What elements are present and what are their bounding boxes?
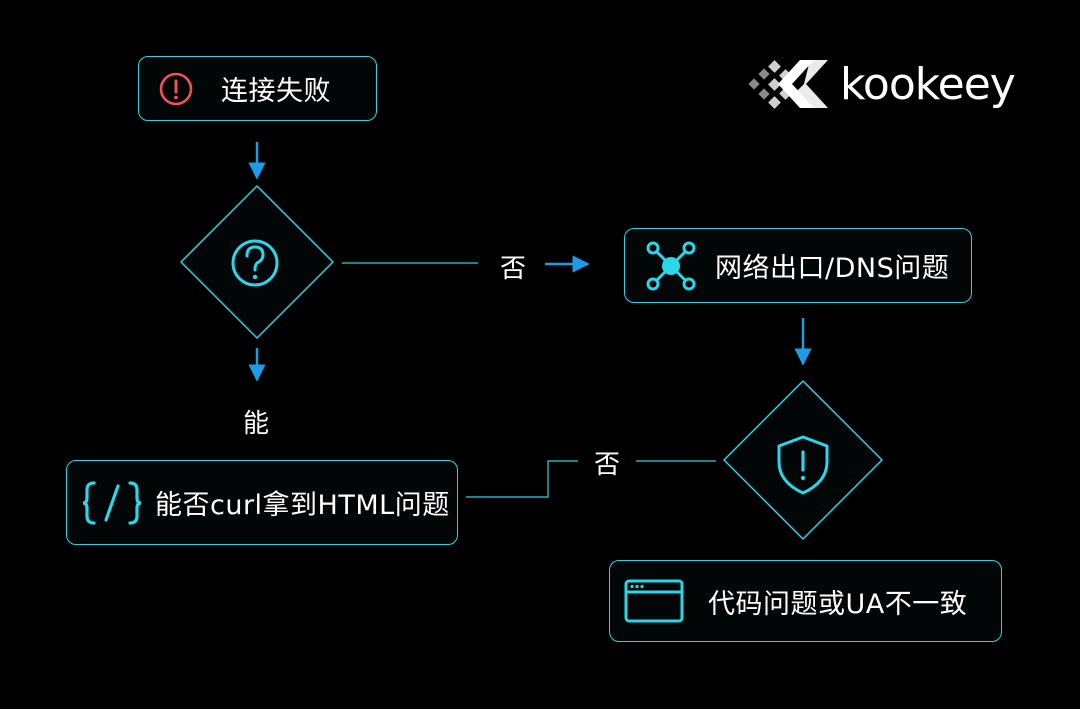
node-network-dns-label: 网络出口/DNS问题 — [715, 253, 950, 284]
kookeey-logo-text: kookeey — [840, 58, 1016, 110]
node-code-ua-label: 代码问题或UA不一致 — [708, 588, 968, 620]
node-curl-html-label: 能否curl拿到HTML问题 — [155, 490, 450, 521]
decision-diamond-2 — [723, 380, 883, 540]
edge-label-yes: 能 — [243, 409, 270, 439]
network-hub-icon — [646, 241, 696, 290]
decision-diamond-1 — [180, 185, 334, 339]
edge-label-no-1: 否 — [500, 254, 527, 284]
node-connect-failed: 连接失败 — [138, 56, 377, 121]
node-curl-html: 能否curl拿到HTML问题 — [66, 460, 458, 545]
browser-window-icon — [624, 579, 684, 623]
code-brackets-icon — [82, 480, 142, 525]
node-code-ua: 代码问题或UA不一致 — [609, 560, 1002, 642]
kookeey-logo: kookeey — [748, 52, 1038, 116]
alert-circle-icon — [159, 72, 193, 105]
edge-label-no-2: 否 — [594, 450, 621, 480]
question-circle-icon — [231, 239, 279, 287]
node-connect-failed-label: 连接失败 — [221, 76, 331, 107]
connector-to-curl-html — [466, 460, 578, 498]
node-network-dns: 网络出口/DNS问题 — [624, 228, 972, 303]
kookeey-logo-icon — [748, 60, 828, 109]
shield-alert-icon — [777, 435, 829, 495]
